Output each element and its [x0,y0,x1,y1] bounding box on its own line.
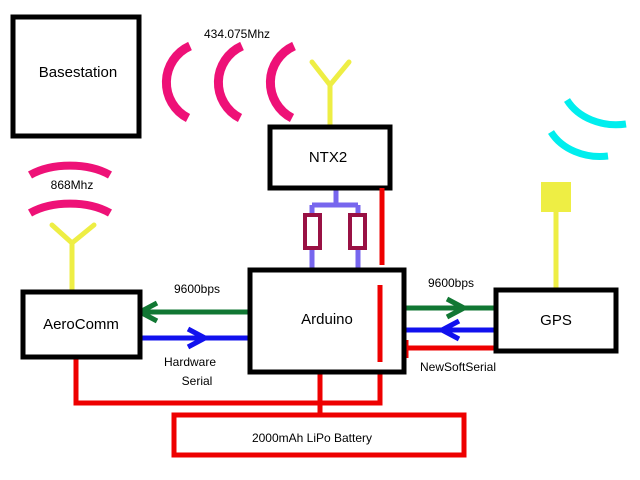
aerocomm-frequency-label: 868Mhz [51,178,94,192]
ntx2-block: NTX2 [267,124,393,191]
ntx2-signal-arcs-icon [161,41,297,122]
aerocomm-signal-arcs-icon [28,161,112,217]
left-baud-label: 9600bps [174,282,220,296]
gps-antenna-icon [541,182,571,290]
ntx2-arduino-bus [303,188,367,270]
right-serial-lines [404,296,496,342]
resistor-icon [303,213,322,250]
basestation-label: Basestation [39,64,117,81]
gps-signal-arcs-icon [548,98,627,160]
aerocomm-block: AeroComm [20,289,143,360]
aerocomm-antenna-icon [49,222,97,295]
gps-label: GPS [540,312,572,329]
aerocomm-label: AeroComm [43,316,119,333]
newsoftserial-label: NewSoftSerial [420,360,496,374]
right-baud-label: 9600bps [428,276,474,290]
basestation-frequency-label: 434.075Mhz [204,27,270,41]
hardware-serial-label-line1: Hardware [164,355,216,369]
ntx2-antenna-icon [309,59,352,130]
basestation-block: Basestation [10,14,142,139]
resistor-icon [348,213,367,250]
arduino-label: Arduino [301,311,353,328]
battery-label: 2000mAh LiPo Battery [252,431,372,445]
hardware-serial-label-line2: Serial [182,374,213,388]
gps-block: GPS [493,287,619,354]
ntx2-label: NTX2 [309,149,347,166]
battery-block: 2000mAh LiPo Battery [252,431,372,445]
left-serial-lines [134,300,250,350]
